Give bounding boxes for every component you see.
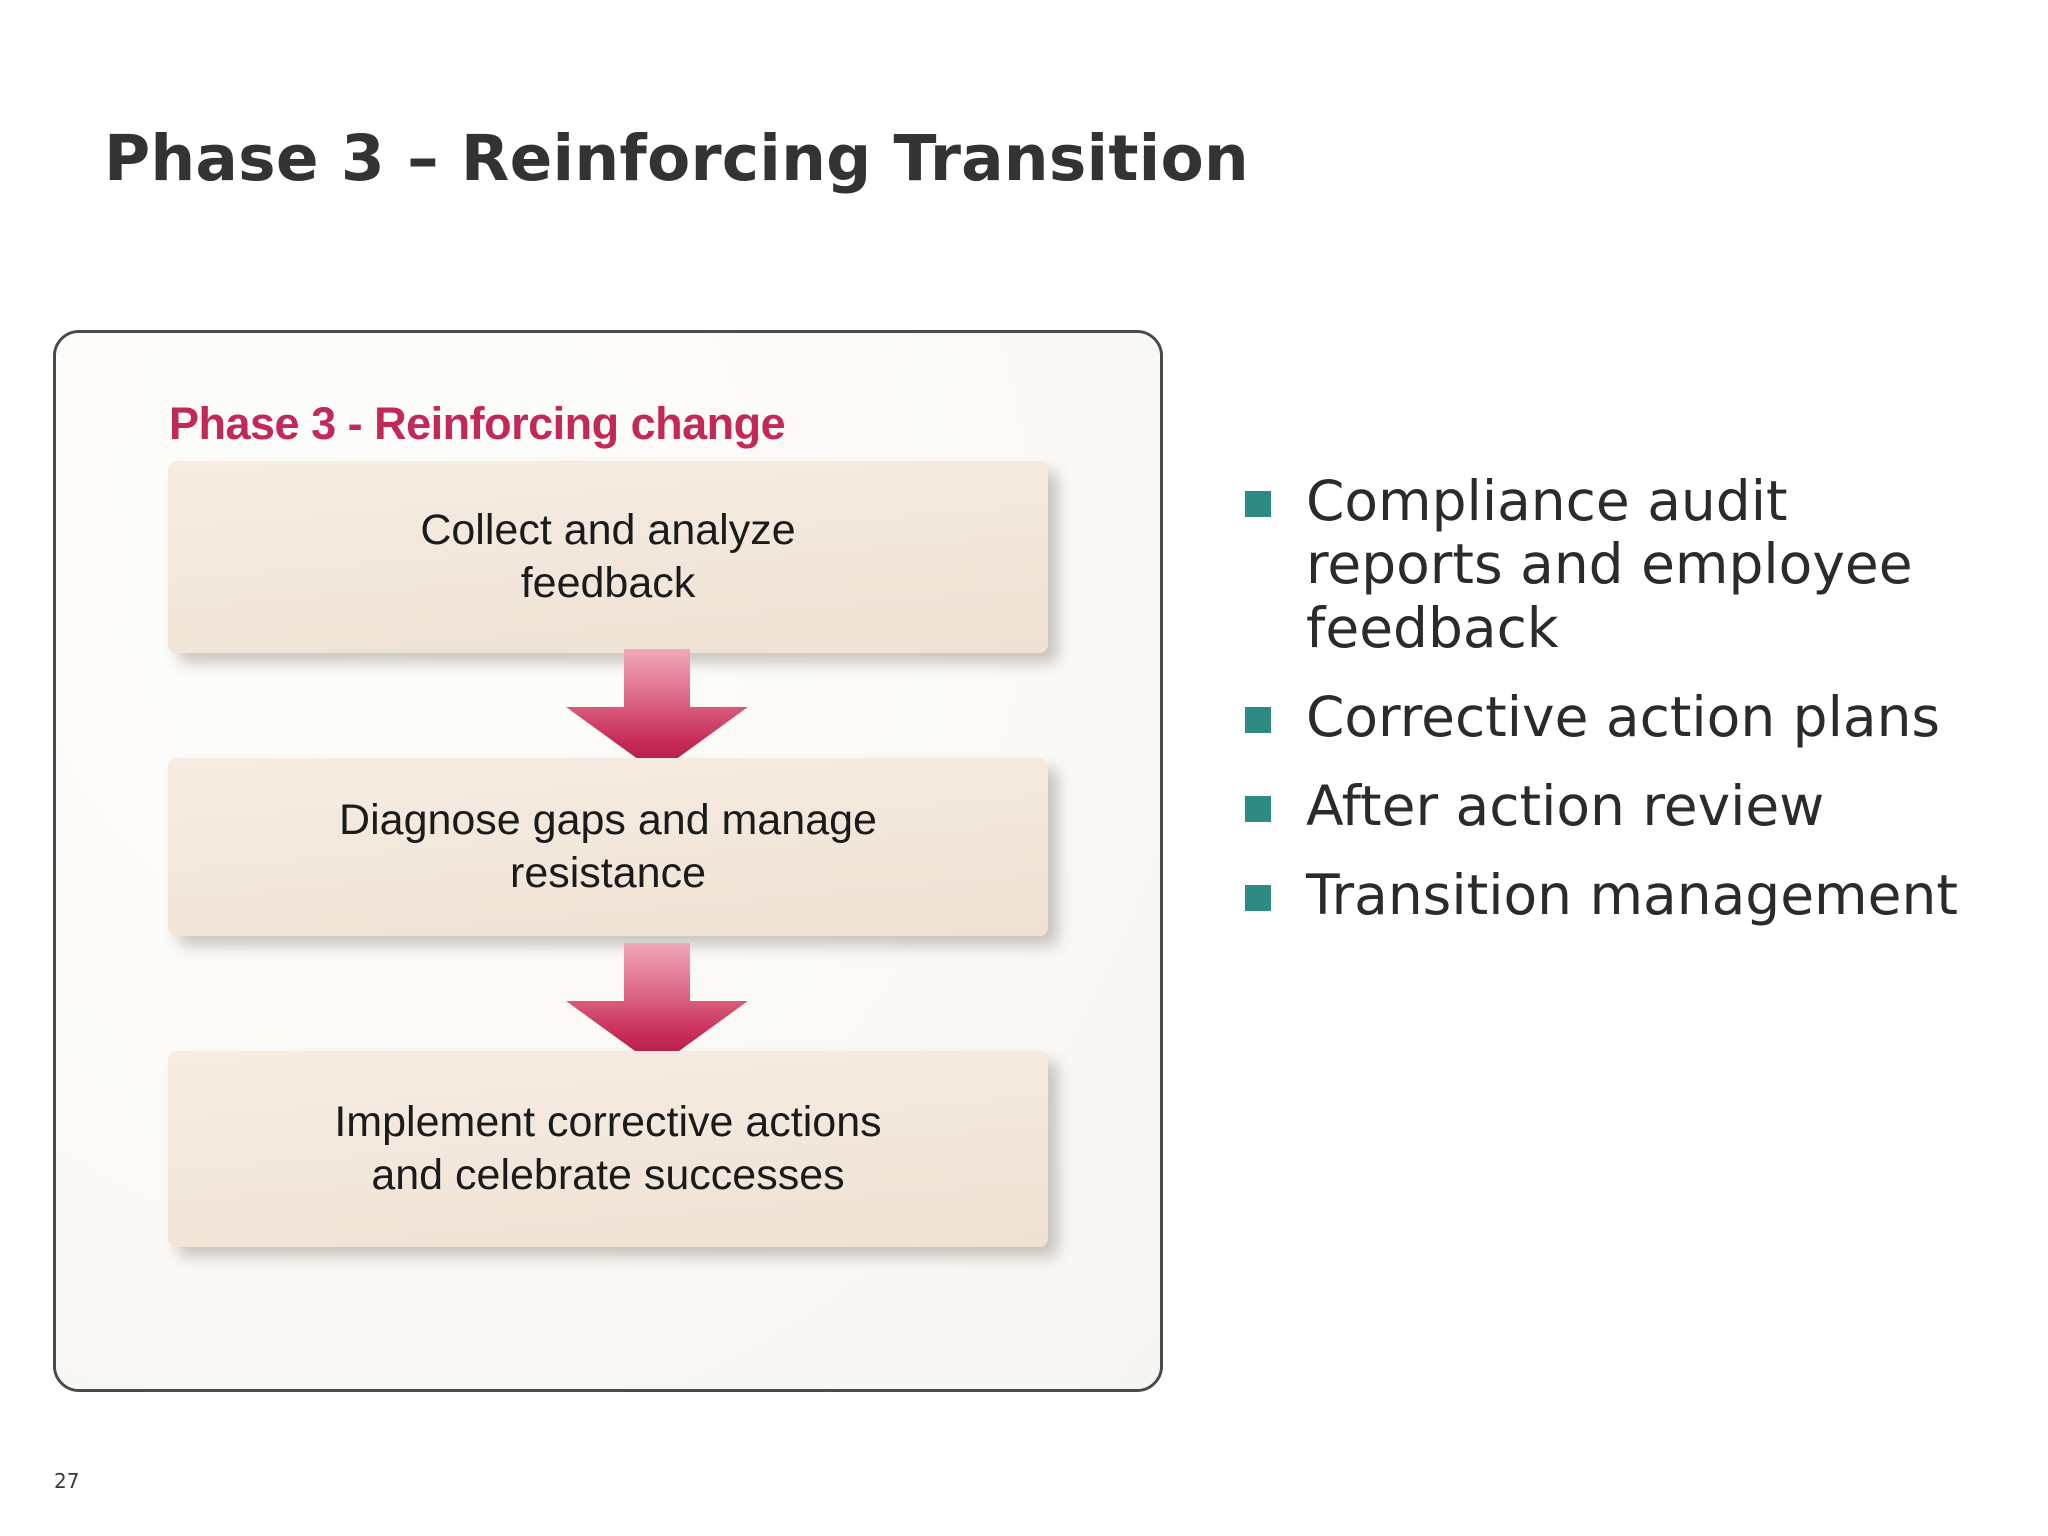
square-bullet-icon: [1245, 491, 1271, 517]
list-item: After action review: [1245, 774, 1965, 838]
process-step-3-line1: Implement corrective actions: [334, 1097, 882, 1146]
arrow-step2-to-step3-icon: [566, 943, 748, 1067]
list-item: Corrective action plans: [1245, 684, 1965, 749]
process-step-2-line2: resistance: [510, 849, 706, 897]
diagram-canvas: Phase 3 - Reinforcing change Collect and…: [56, 333, 1160, 1389]
square-bullet-icon: [1245, 706, 1271, 733]
page-title: Phase 3 – Reinforcing Transition: [104, 122, 1249, 195]
diagram-heading: Phase 3 - Reinforcing change: [169, 398, 786, 449]
page-number: 27: [54, 1469, 80, 1493]
bullet-text-3: After action review: [1306, 774, 1825, 838]
bullet-text-2: Corrective action plans: [1306, 684, 1941, 749]
process-step-1-line2: feedback: [520, 559, 696, 607]
list-item: Compliance audit reports and employee fe…: [1245, 469, 1965, 660]
process-step-3-line2: and celebrate successes: [371, 1151, 845, 1199]
bullet-text-4: Transition management: [1306, 863, 1958, 928]
diagram-picture-frame: Phase 3 - Reinforcing change Collect and…: [53, 330, 1163, 1392]
process-step-3: Implement corrective actions and celebra…: [168, 1051, 1048, 1247]
process-step-1: Collect and analyze feedback: [168, 461, 1048, 653]
bullet-list: Compliance audit reports and employee fe…: [1245, 469, 1965, 954]
bullet-text-1: Compliance audit reports and employee fe…: [1306, 469, 1913, 660]
list-item: Transition management: [1245, 863, 1965, 928]
square-bullet-icon: [1245, 796, 1271, 822]
process-step-2: Diagnose gaps and manage resistance: [168, 758, 1048, 936]
process-step-2-line1: Diagnose gaps and manage: [339, 795, 877, 844]
arrow-step1-to-step2-icon: [566, 649, 748, 773]
square-bullet-icon: [1245, 885, 1271, 912]
process-step-1-line1: Collect and analyze: [420, 505, 796, 554]
